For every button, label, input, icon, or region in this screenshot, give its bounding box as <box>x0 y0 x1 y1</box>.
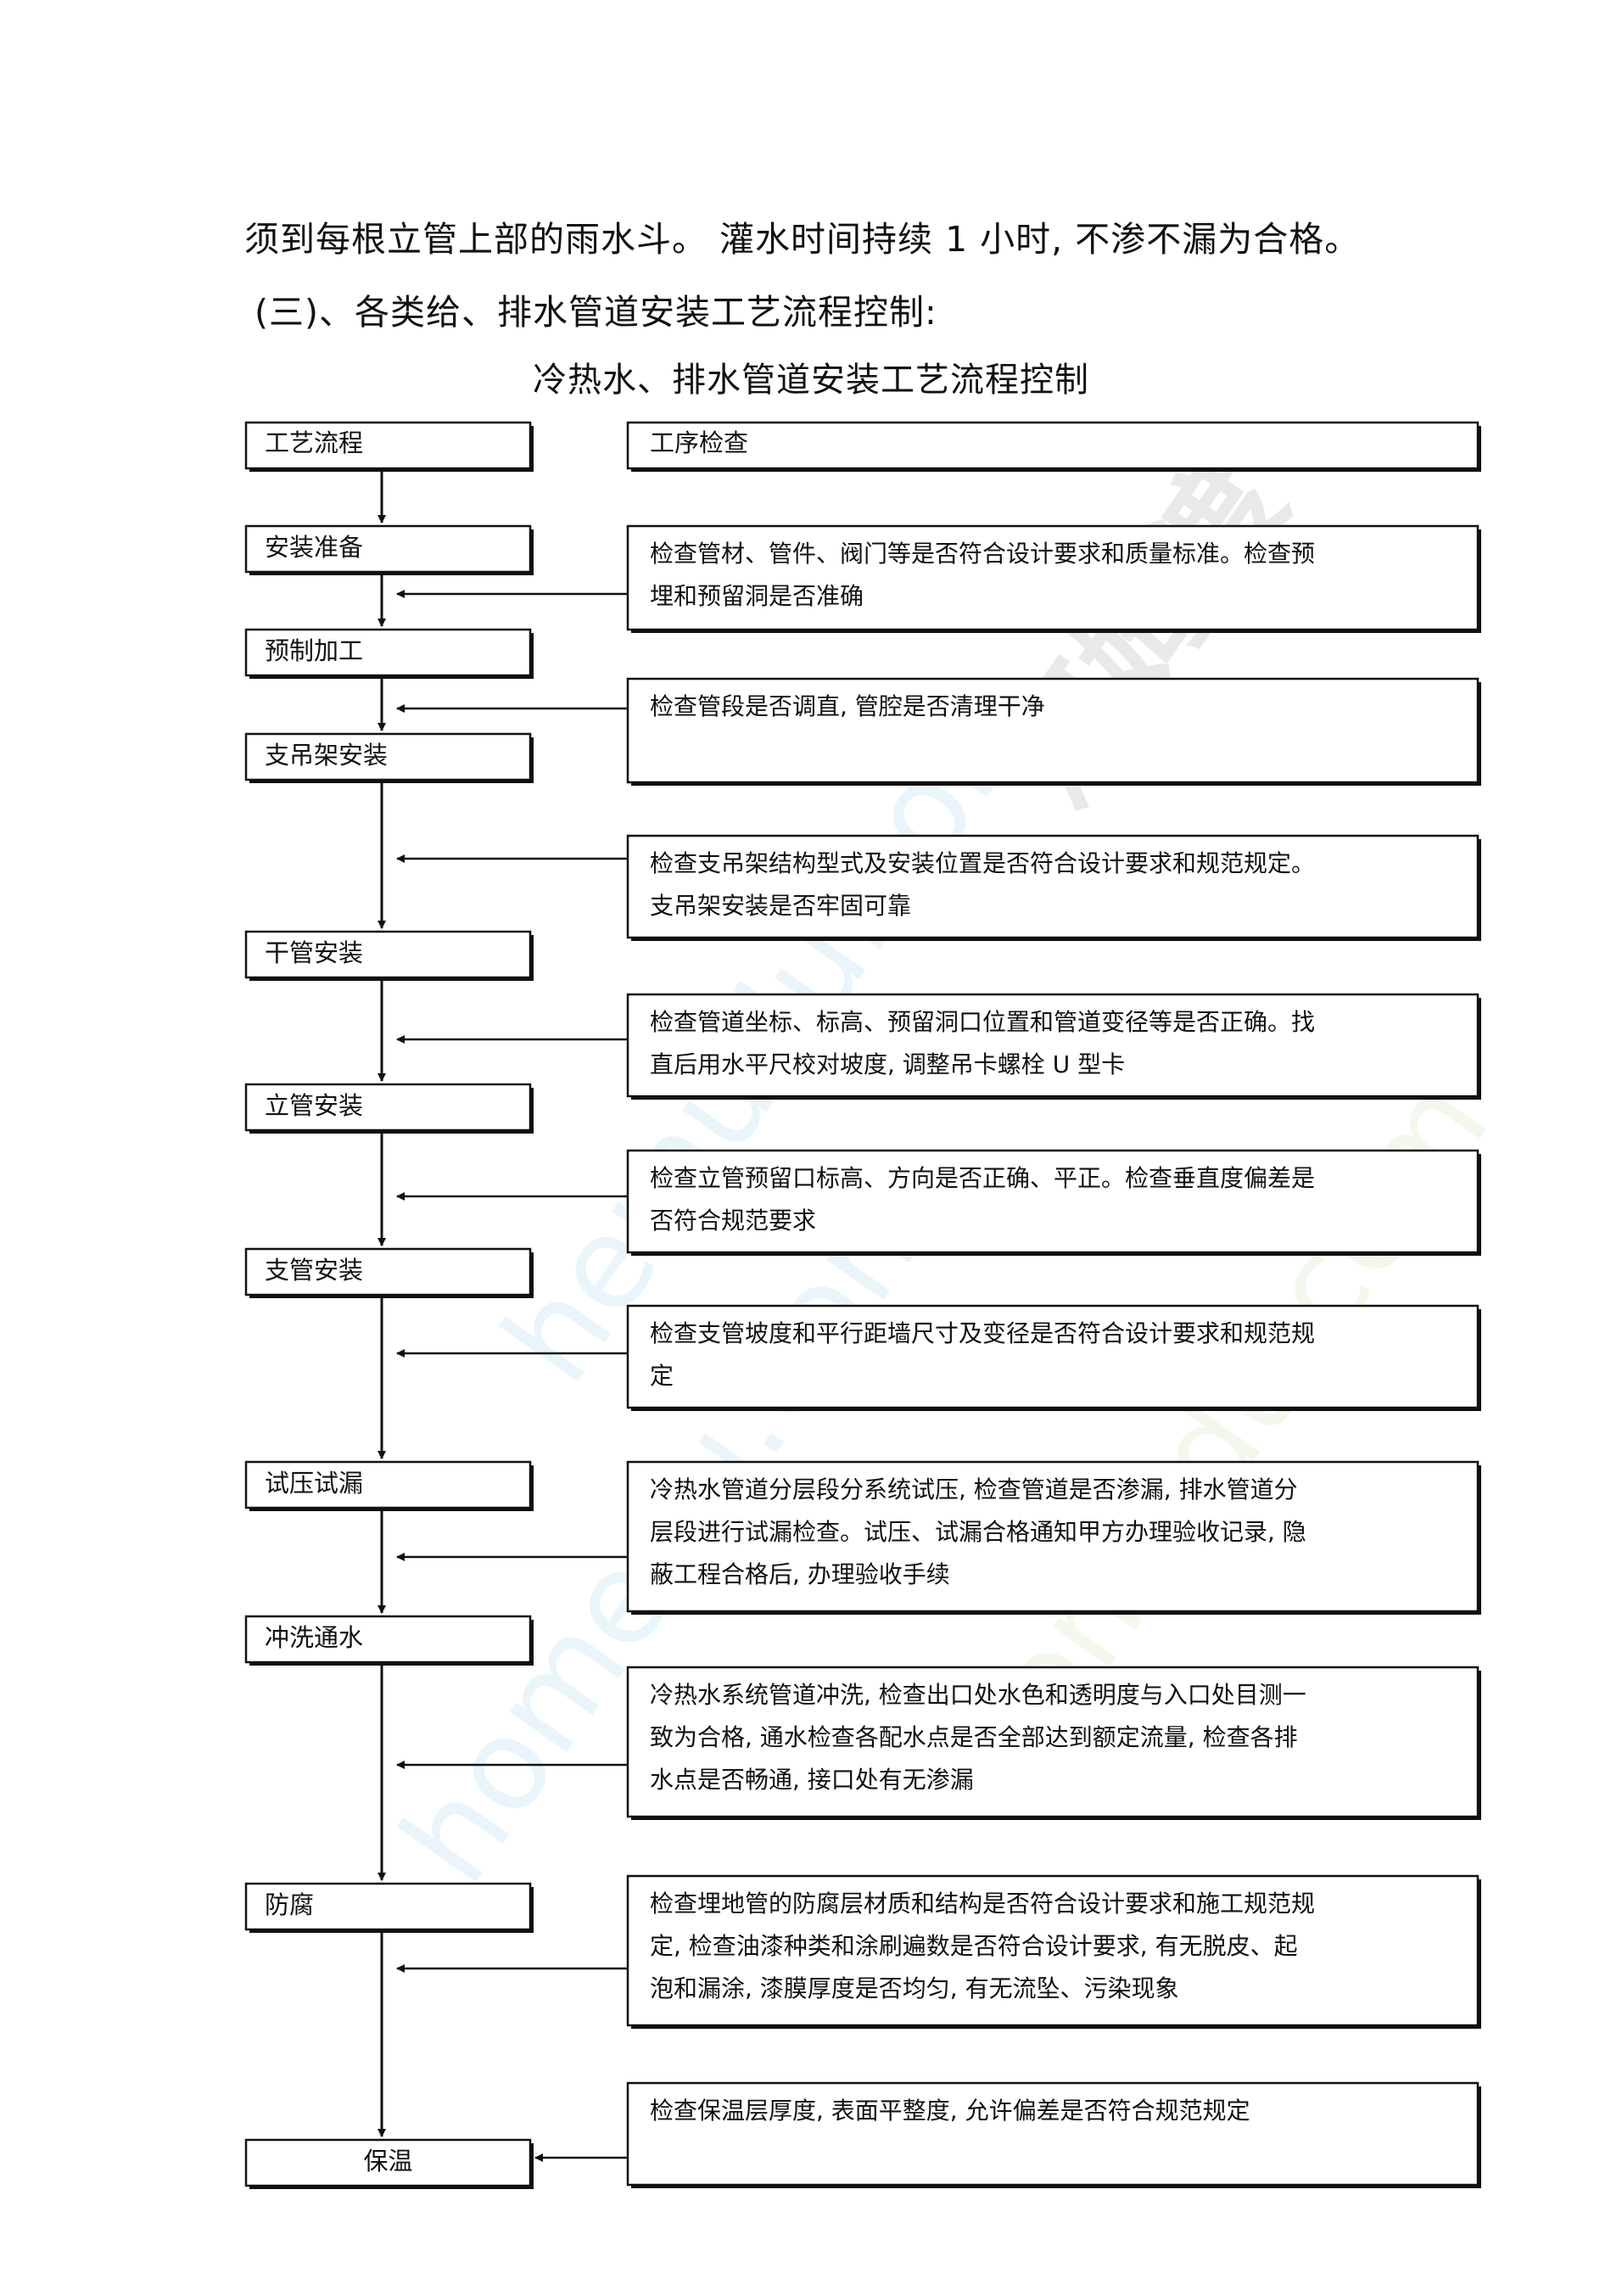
step-label: 防腐 <box>265 1890 314 1919</box>
check-box <box>626 677 1479 784</box>
step-label: 预制加工 <box>265 636 363 665</box>
step-label: 保温 <box>363 2147 412 2176</box>
step-label: 支吊架安装 <box>265 741 388 770</box>
check-text-line: 定, 检查油漆种类和涂刷遍数是否符合设计要求, 有无脱皮、起 <box>650 1932 1298 1960</box>
step-box <box>244 930 532 979</box>
check-text-line: 层段进行试漏检查。试压、试漏合格通知甲方办理验收记录, 隐 <box>650 1518 1306 1546</box>
check-text-line: 检查保温层厚度, 表面平整度, 允许偏差是否符合规范规定 <box>650 2097 1250 2125</box>
check-text-line: 检查管道坐标、标高、预留洞口位置和管道变径等是否正确。找 <box>650 1008 1315 1036</box>
check-box <box>626 1149 1479 1254</box>
check-text-line: 致为合格, 通水检查各配水点是否全部达到额定流量, 检查各排 <box>650 1723 1298 1751</box>
step-label: 试压试漏 <box>265 1469 363 1498</box>
check-box <box>626 1874 1479 2027</box>
check-text-line: 检查管材、管件、阀门等是否符合设计要求和质量标准。检查预 <box>650 540 1315 568</box>
header-right-box <box>626 421 1479 470</box>
check-box <box>626 993 1479 1098</box>
check-text-line: 检查支管坡度和平行距墙尺寸及变径是否符合设计要求和规范规 <box>650 1319 1315 1347</box>
check-box <box>626 834 1479 939</box>
check-text-line: 检查立管预留口标高、方向是否正确、平正。检查垂直度偏差是 <box>650 1164 1315 1192</box>
check-text-line: 冷热水系统管道冲洗, 检查出口处水色和透明度与入口处目测一 <box>650 1681 1306 1709</box>
check-box <box>626 524 1479 631</box>
check-box <box>626 2081 1479 2187</box>
header-left-label: 工艺流程 <box>265 428 363 457</box>
check-box <box>626 1460 1479 1613</box>
step-label: 支管安装 <box>265 1256 363 1285</box>
check-text-line: 定 <box>650 1362 674 1390</box>
step-label: 冲洗通水 <box>265 1623 363 1652</box>
step-label: 干管安装 <box>265 938 363 967</box>
header-right-label: 工序检查 <box>650 428 748 457</box>
check-box <box>626 1666 1479 1818</box>
step-box <box>244 1615 532 1664</box>
check-box <box>626 1304 1479 1409</box>
step-box <box>244 732 532 781</box>
step-box <box>244 1083 532 1132</box>
step-label: 立管安装 <box>265 1091 363 1120</box>
check-text-line: 检查支吊架结构型式及安装位置是否符合设计要求和规范规定。 <box>650 849 1315 877</box>
body-paragraph-1: 须到每根立管上部的雨水斗。 灌水时间持续 1 小时, 不渗不漏为合格。 <box>244 219 1361 260</box>
check-text-line: 检查管段是否调直, 管腔是否清理干净 <box>650 692 1045 720</box>
check-text-line: 水点是否畅通, 接口处有无渗漏 <box>650 1766 974 1794</box>
step-box <box>244 2138 532 2187</box>
check-text-line: 支吊架安装是否牢固可靠 <box>650 892 911 920</box>
step-box <box>244 1460 532 1509</box>
step-box <box>244 524 532 574</box>
check-text-line: 检查埋地管的防腐层材质和结构是否符合设计要求和施工规范规 <box>650 1890 1315 1918</box>
step-box <box>244 1882 532 1931</box>
step-label: 安装准备 <box>265 533 363 562</box>
check-text-line: 冷热水管道分层段分系统试压, 检查管道是否渗漏, 排水管道分 <box>650 1476 1298 1504</box>
check-text-line: 直后用水平尺校对坡度, 调整吊卡螺栓 U 型卡 <box>650 1050 1125 1078</box>
diagram-title: 冷热水、排水管道安装工艺流程控制 <box>533 361 1089 400</box>
step-box <box>244 628 532 677</box>
step-box <box>244 1247 532 1296</box>
check-text-line: 蔽工程合格后, 办理验收手续 <box>650 1560 950 1588</box>
check-text-line: 否符合规范要求 <box>650 1207 816 1235</box>
check-text-line: 泡和漏涂, 漆膜厚度是否均匀, 有无流坠、污染现象 <box>650 1974 1179 2002</box>
body-paragraph-2: (三)、各类给、排水管道安装工艺流程控制: <box>254 292 937 333</box>
header-left-box <box>244 421 532 470</box>
check-text-line: 埋和预留洞是否准确 <box>650 582 864 610</box>
